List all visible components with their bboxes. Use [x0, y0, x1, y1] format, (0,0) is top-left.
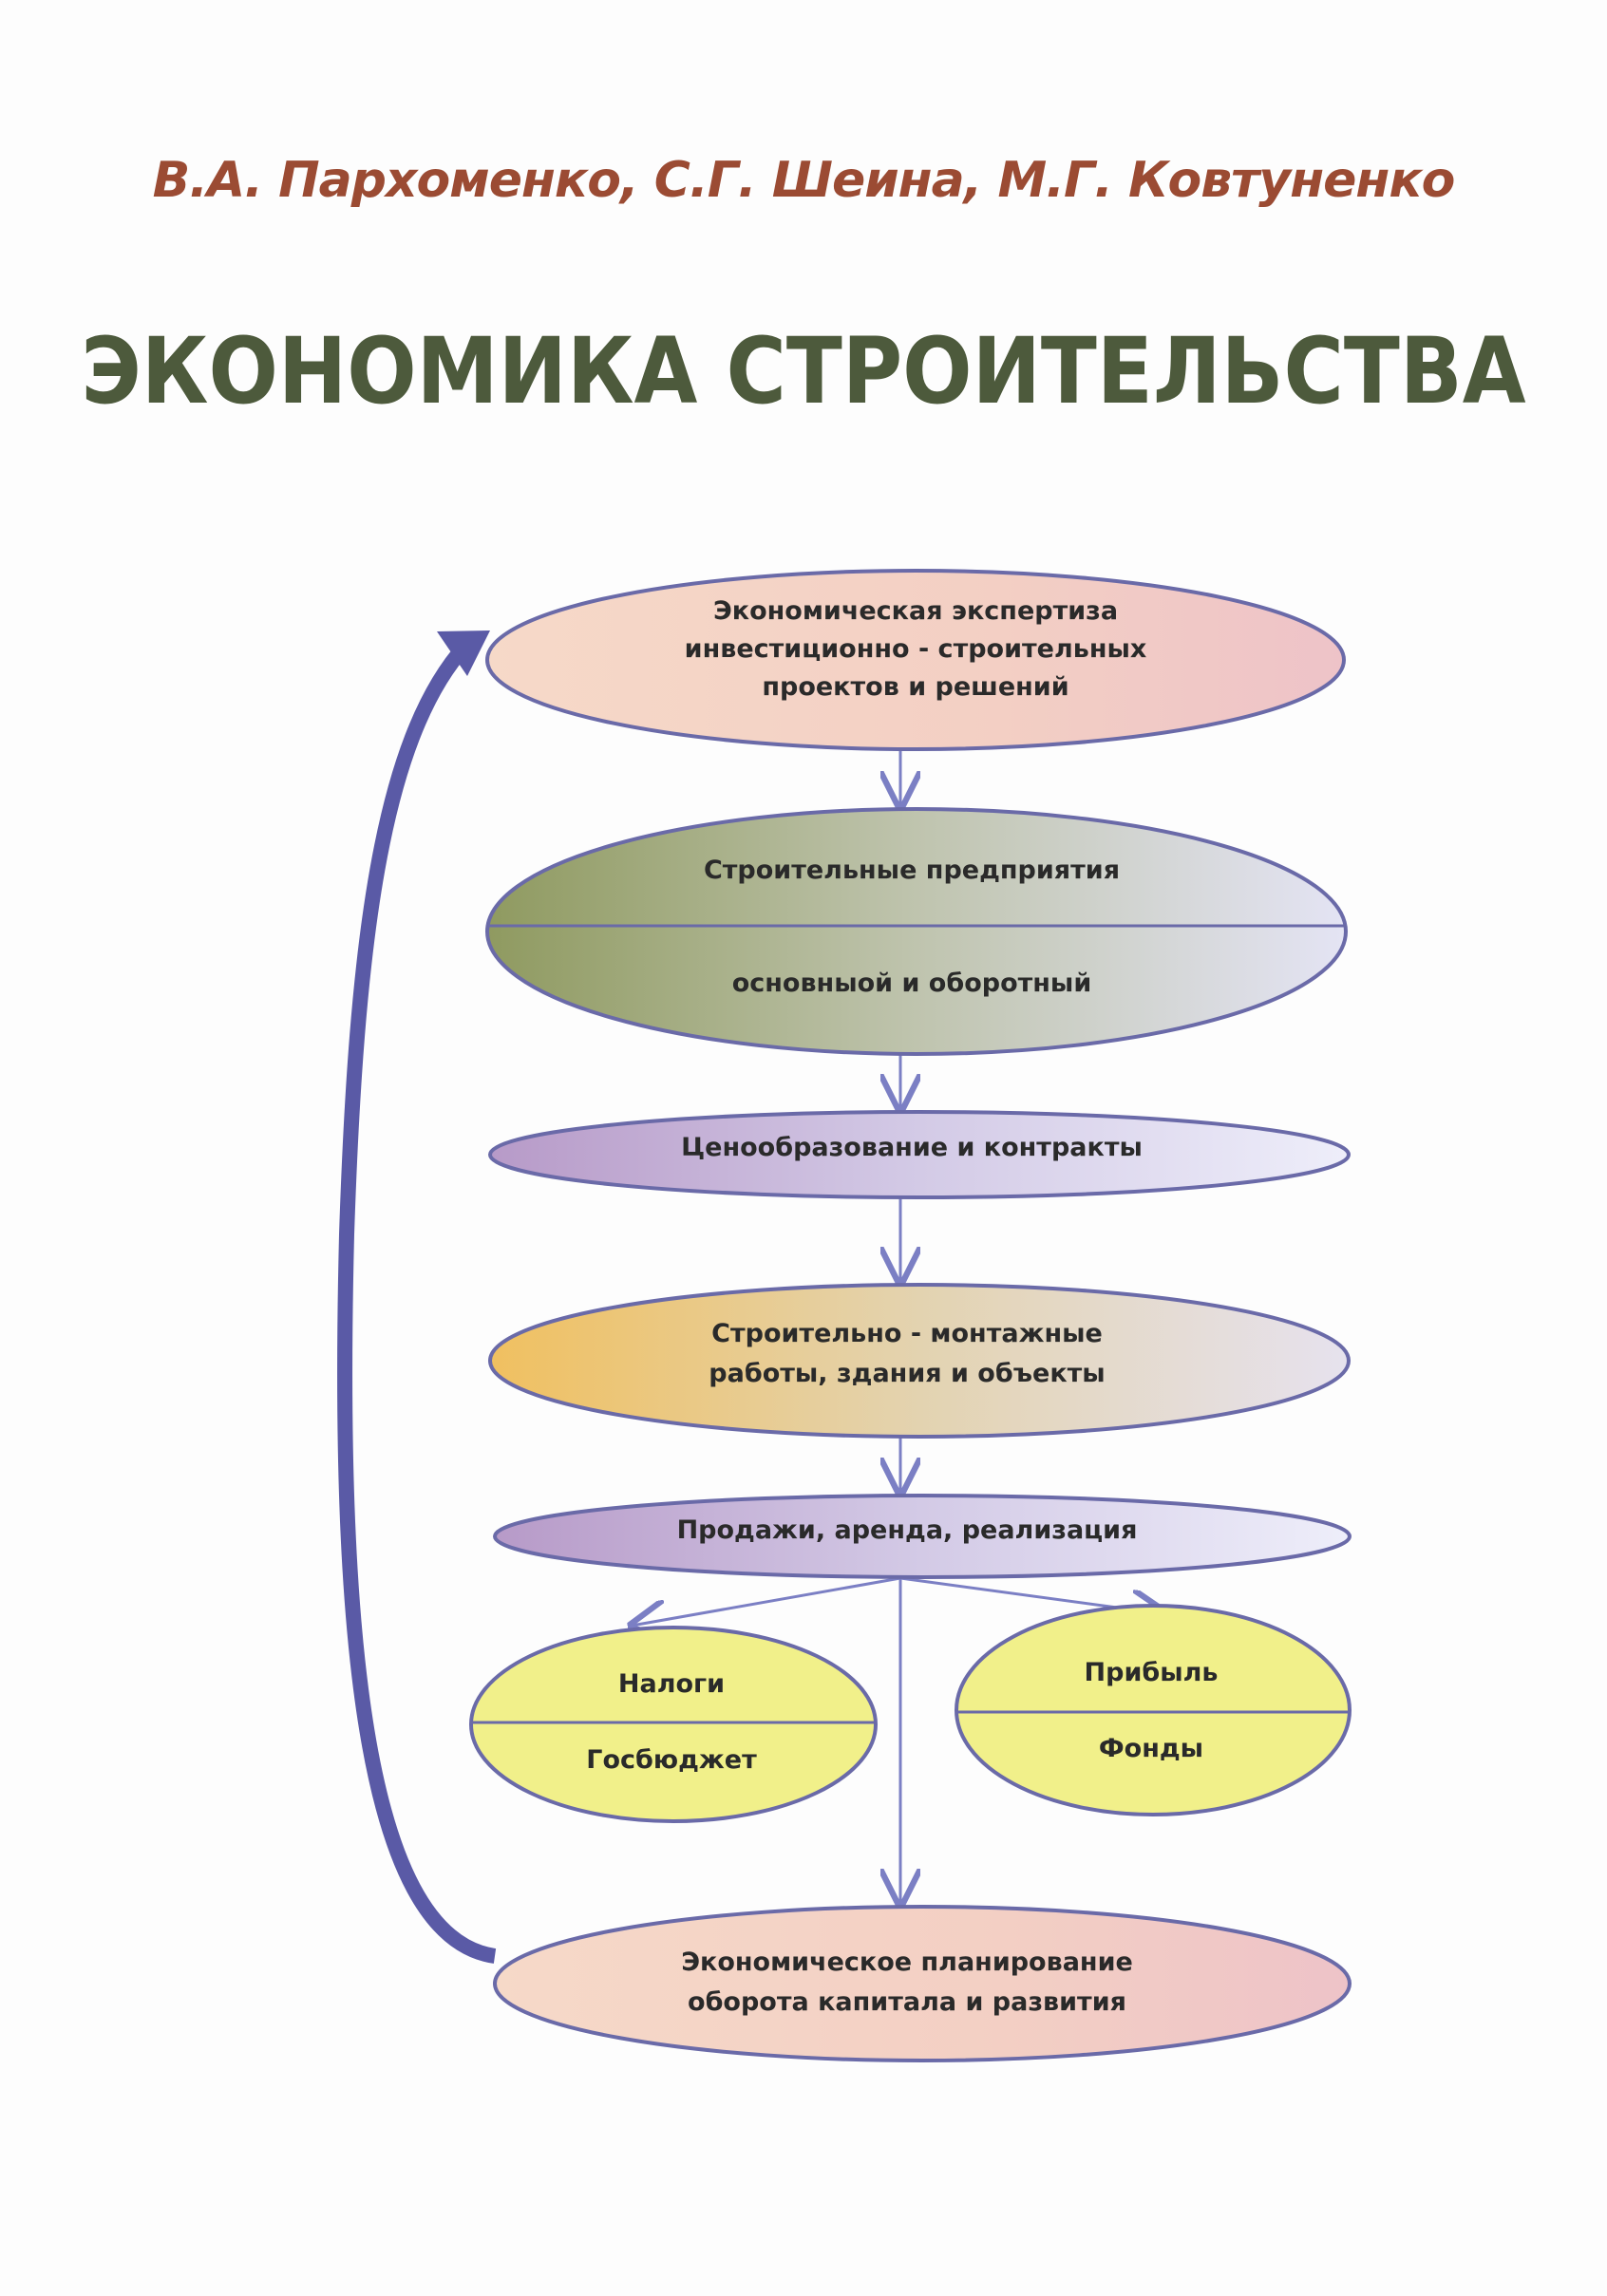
- node-sales: Продажи, аренда, реализация: [493, 1494, 1352, 1579]
- node-text: инвестиционно - строительных: [685, 634, 1147, 664]
- node-taxes: Налоги Госбюджет: [469, 1626, 878, 1823]
- feedback-arrowhead-icon: [437, 630, 490, 676]
- node-text: Строительные предприятия: [704, 856, 1120, 885]
- arrow-to-taxes: [632, 1576, 901, 1626]
- feedback-arrow: [337, 640, 497, 1964]
- node-pricing: Ценообразование и контракты: [488, 1110, 1351, 1199]
- node-text: Продажи, аренда, реализация: [677, 1515, 1138, 1545]
- node-expertise: Экономическая экспертиза инвестиционно -…: [485, 569, 1346, 751]
- node-works: Строительно - монтажные работы, здания и…: [488, 1283, 1351, 1439]
- node-text: Прибыль: [1085, 1658, 1219, 1687]
- node-text: основныой и оборотный: [732, 969, 1092, 998]
- node-text: Фонды: [1099, 1734, 1203, 1763]
- node-planning: Экономическое планирование оборота капит…: [493, 1905, 1352, 2062]
- node-text: Госбюджет: [586, 1745, 757, 1775]
- book-title: ЭКОНОМИКА СТРОИТЕЛЬСТВА: [81, 318, 1526, 424]
- node-profit: Прибыль Фонды: [955, 1604, 1352, 1816]
- node-text: работы, здания и объекты: [709, 1359, 1105, 1388]
- node-text: Налоги: [618, 1669, 725, 1699]
- authors: В.А. Пархоменко, С.Г. Шеина, М.Г. Ковтун…: [152, 152, 1456, 209]
- node-text: проектов и решений: [762, 672, 1068, 702]
- node-text: Экономическая экспертиза: [713, 596, 1118, 626]
- node-text: Строительно - монтажные: [711, 1319, 1103, 1348]
- node-text: Экономическое планирование: [681, 1948, 1133, 1977]
- node-text: Ценообразование и контракты: [681, 1133, 1143, 1162]
- node-text: оборота капитала и развития: [688, 1987, 1126, 2017]
- node-enterprises: Строительные предприятия основныой и обо…: [485, 807, 1348, 1056]
